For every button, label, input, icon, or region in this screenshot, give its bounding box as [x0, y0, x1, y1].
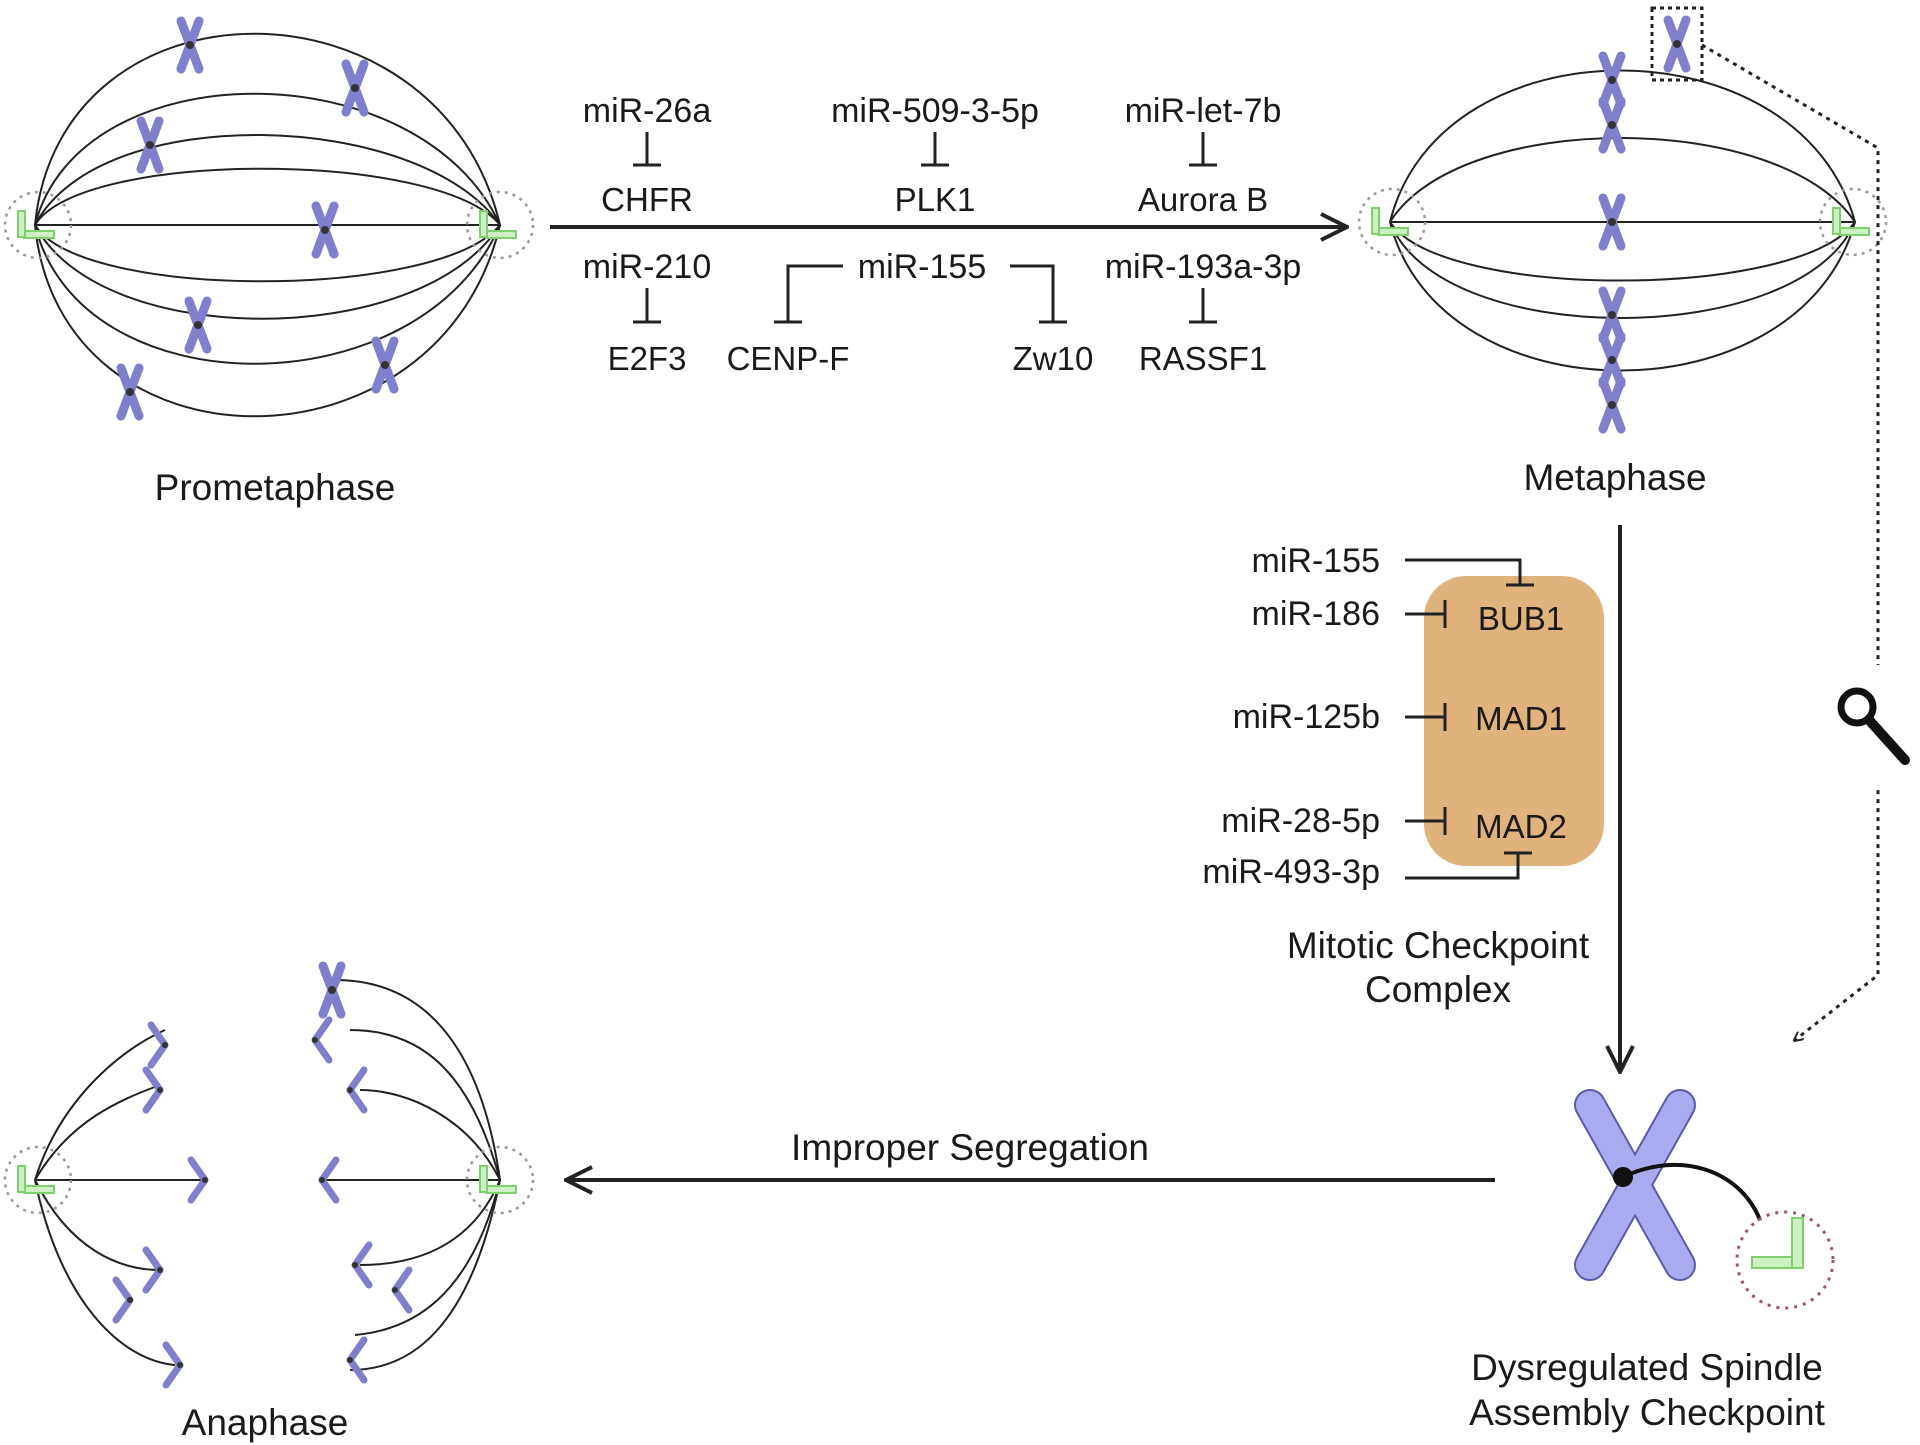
mir-155-top-label: miR-155	[858, 248, 986, 286]
anaphase-chromosomes-left	[116, 1025, 208, 1385]
zw10-label: Zw10	[1013, 340, 1094, 377]
anaphase-chromosomes-right	[312, 966, 409, 1380]
mir-186-label: miR-186	[1252, 595, 1380, 633]
prometaphase-cell	[34, 32, 501, 418]
mad1-label: MAD1	[1475, 700, 1567, 737]
microtubule	[1622, 1162, 1762, 1221]
mcc-title-line1: Mitotic Checkpoint	[1287, 925, 1590, 966]
metaphase-chromosomes	[1603, 56, 1621, 429]
improper-segregation-label: Improper Segregation	[791, 1127, 1149, 1168]
magnifier-icon	[1830, 665, 1920, 785]
mir-26a-label: miR-26a	[583, 92, 712, 130]
mir-125b-label: miR-125b	[1233, 698, 1380, 736]
sac-label-line2: Assembly Checkpoint	[1469, 1392, 1825, 1433]
inhibition-mir493-mad2: miR-493-3p	[1202, 851, 1532, 891]
inhibition-mir509-plk1: miR-509-3-5p PLK1	[831, 92, 1039, 218]
inhibition-mir155-cenpf-zw10: miR-155 CENP-F Zw10	[727, 248, 1094, 377]
mir-210-label: miR-210	[583, 248, 711, 286]
sac-label-line1: Dysregulated Spindle	[1471, 1347, 1823, 1388]
inhibition-mir155-bub1: miR-155	[1252, 542, 1534, 587]
rassf1-label: RASSF1	[1139, 340, 1267, 377]
inhibition-mirlet7b-aurorab: miR-let-7b Aurora B	[1125, 92, 1282, 218]
mcc-title-line2: Complex	[1365, 969, 1511, 1010]
plk1-label: PLK1	[895, 181, 976, 218]
bub1-label: BUB1	[1478, 600, 1564, 637]
mir-193a-label: miR-193a-3p	[1105, 248, 1302, 286]
anaphase-label: Anaphase	[182, 1402, 349, 1443]
mir-let-7b-label: miR-let-7b	[1125, 92, 1282, 130]
inhibition-mir28-mad2: miR-28-5p	[1221, 802, 1447, 840]
aurora-b-label: Aurora B	[1138, 181, 1268, 218]
e2f3-label: E2F3	[608, 340, 687, 377]
zoom-chromosome	[1668, 20, 1686, 68]
mir-509-label: miR-509-3-5p	[831, 92, 1039, 130]
chfr-label: CHFR	[601, 181, 693, 218]
inhibition-mir125b-mad1: miR-125b	[1233, 698, 1447, 736]
mir-493-3p-label: miR-493-3p	[1202, 853, 1380, 891]
zoom-box	[1650, 6, 1704, 82]
mcc-box	[1424, 576, 1604, 866]
mad2-label: MAD2	[1475, 808, 1567, 845]
inhibition-mir193a-rassf1: miR-193a-3p RASSF1	[1105, 248, 1302, 377]
mir-155-mcc-label: miR-155	[1252, 542, 1380, 580]
sac-centrosome	[1735, 1210, 1835, 1310]
inhibition-mir210-e2f3: miR-210 E2F3	[583, 248, 711, 377]
inhibition-mir186-bub1: miR-186	[1252, 595, 1447, 633]
sac-chromosome	[1574, 1089, 1696, 1281]
anaphase-cell	[34, 979, 501, 1371]
zoom-connector	[1701, 43, 1880, 1040]
metaphase-label: Metaphase	[1523, 457, 1706, 498]
inhibition-mir26a-chfr: miR-26a CHFR	[583, 92, 712, 218]
metaphase-cell	[1389, 69, 1856, 372]
cenp-f-label: CENP-F	[727, 340, 850, 377]
mir-28-5p-label: miR-28-5p	[1221, 802, 1380, 840]
prometaphase-chromosomes	[121, 21, 394, 416]
prometaphase-label: Prometaphase	[155, 467, 396, 508]
